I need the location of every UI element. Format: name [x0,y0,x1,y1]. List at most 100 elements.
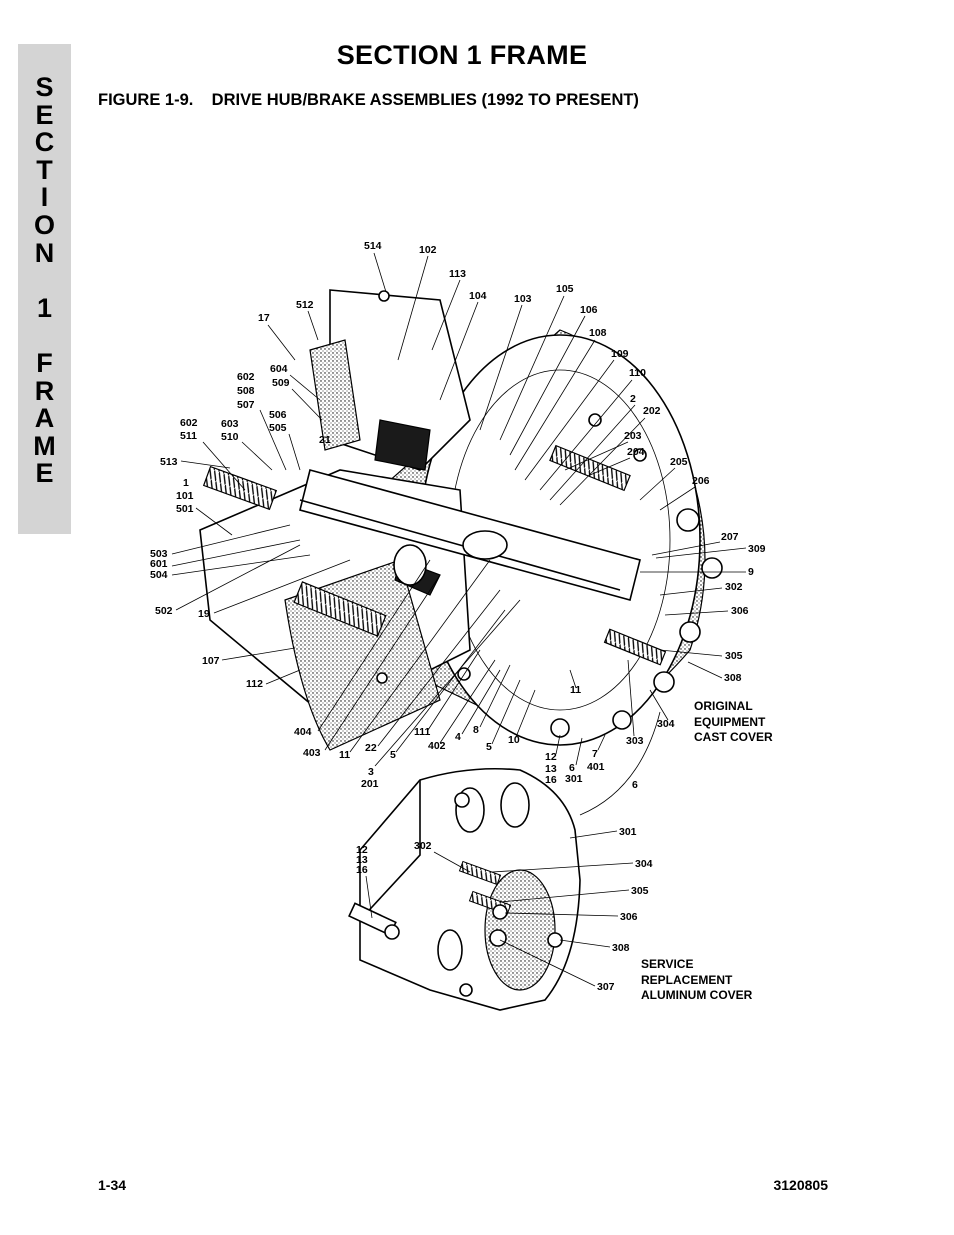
callout-label: 305 [725,650,743,662]
section-title: SECTION 1 FRAME [336,40,588,70]
callout-label: 512 [296,299,314,311]
side-letter: F [36,347,53,378]
callout-label: 9 [748,566,754,578]
callout-label: 308 [724,672,742,684]
callout-label: 401 [587,761,605,773]
side-letter: T [36,154,53,185]
section-side-tab: S E C T I O N 1 F R A M E [18,44,71,534]
callout-label: 3 [368,766,374,778]
side-letter: 1 [36,292,53,323]
side-letter: O [33,209,55,240]
callout-label: 11 [570,684,581,696]
callout-label: 202 [643,405,661,417]
callout-label: 101 [176,490,194,502]
callout-label: 5 [486,741,492,753]
callout-label: 305 [631,885,649,897]
callout-label: 7 [592,748,598,760]
callout-label: 306 [731,605,749,617]
callout-label: 8 [473,724,479,736]
top-leader-lines [171,252,747,816]
callout-label: 113 [449,268,466,280]
callout-label: 301 [565,773,583,785]
callout-label: 103 [514,293,532,305]
note-original-line-2: EQUIPMENT [694,715,766,729]
callout-label: 508 [237,385,255,397]
callout-label: 10 [508,734,520,746]
callout-label: 106 [580,304,598,316]
note-original-line-1: ORIGINAL [694,699,753,713]
callout-label: 205 [670,456,688,468]
note-service-line-1: SERVICE [641,957,693,971]
callout-label: 509 [272,377,290,389]
side-letter: N [34,237,55,268]
callout-label: 404 [294,726,312,738]
callout-label: 5 [390,749,396,761]
side-letter: A [34,403,55,434]
side-letter: E [35,458,54,489]
callout-label: 402 [428,740,446,752]
drive-hub-assembly [199,289,723,751]
callout-label: 105 [556,283,574,295]
callout-label: 203 [624,430,642,442]
callout-label: 503 [150,548,168,560]
side-letter: S [35,72,54,102]
callout-label: 506 [269,409,287,421]
callout-label: 6 [569,762,575,774]
callout-label: 308 [612,942,630,954]
callout-label: 502 [155,605,173,617]
callout-label: 16 [356,864,368,876]
side-letter: M [33,430,56,461]
callout-label: 201 [361,778,379,790]
callout-label: 111 [414,726,431,738]
callout-label: 19 [198,608,210,620]
callout-label: 307 [597,981,615,993]
callout-label: 11 [339,749,350,761]
callout-label: 601 [150,558,168,570]
callout-label: 514 [364,240,382,252]
callout-label: 505 [269,422,287,434]
note-service-line-2: REPLACEMENT [641,973,733,987]
note-original-line-3: CAST COVER [694,730,773,744]
callout-label: 306 [620,911,638,923]
callout-label: 104 [469,290,487,302]
callout-label: 603 [221,418,239,430]
callout-label: 4 [455,731,461,743]
callout-label: 604 [270,363,288,375]
bottom-callouts: 12 13 16 302 301 304 305 306 308 307 [356,826,653,993]
side-tab-letters: S E C T I O N 1 F R A M E [18,72,71,489]
callout-label: 513 [160,456,178,468]
callout-label: 304 [635,858,653,870]
callout-label: 112 [246,678,263,690]
callout-label: 17 [258,312,270,324]
callout-label: 13 [356,854,368,866]
callout-label: 21 [319,434,331,446]
callout-label: 303 [626,735,644,747]
callout-label: 12 [356,844,368,856]
callout-label: 510 [221,431,239,443]
callout-label: 22 [365,742,377,754]
top-callouts: 514 102 113 104 103 105 106 108 109 110 … [150,240,766,791]
callout-label: 204 [627,446,645,458]
callout-label: 602 [180,417,198,429]
callout-label: 13 [545,763,557,775]
aluminum-cover-assembly [348,767,581,1011]
callout-label: 206 [692,475,710,487]
bottom-leader-lines [365,830,634,987]
callout-label: 110 [629,367,646,379]
callout-label: 1 [183,477,189,489]
callout-label: 309 [748,543,766,555]
side-letter: R [34,375,55,406]
callout-label: 107 [202,655,220,667]
callout-label: 12 [545,751,557,763]
callout-label: 304 [657,718,675,730]
document-number: 3120805 [773,1177,828,1193]
callout-label: 302 [725,581,743,593]
callout-label: 507 [237,399,255,411]
callout-label: 602 [237,371,255,383]
side-letter: E [35,99,54,130]
callout-label: 511 [180,430,197,442]
callout-label: 207 [721,531,739,543]
callout-label: 403 [303,747,321,759]
callout-label: 102 [419,244,437,256]
